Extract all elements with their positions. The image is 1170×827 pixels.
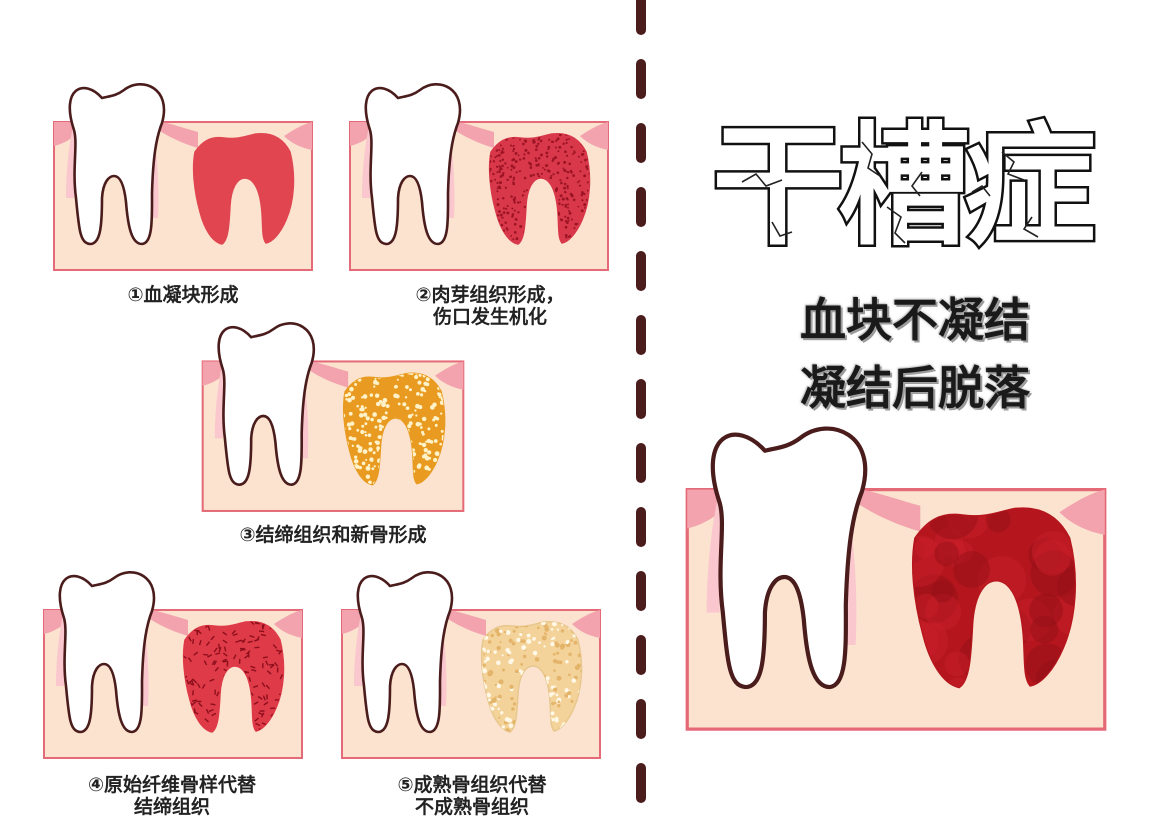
stage-3-svg — [201, 322, 465, 512]
tooth-shape — [356, 571, 454, 734]
tooth — [364, 83, 462, 246]
stage-1-svg — [53, 83, 313, 271]
stage-4-caption: ④原始纤维骨样代替 结缔组织 — [52, 774, 292, 818]
stage-1-caption: ①血凝块形成 — [52, 284, 314, 306]
tooth — [710, 426, 868, 690]
connective-tissue — [343, 372, 446, 486]
tooth — [356, 571, 454, 734]
title-crack-texture — [741, 141, 1039, 244]
dry-socket-diagram — [684, 418, 1108, 736]
stage-2-diagram — [348, 78, 610, 274]
stage-2-label-line1: ②肉芽组织形成， — [415, 284, 565, 306]
tooth — [58, 571, 156, 734]
granulation-tissue — [488, 132, 591, 245]
tooth-shape — [217, 322, 315, 487]
tooth-shape — [710, 426, 868, 690]
stage-5-diagram — [340, 566, 602, 762]
subtitle-line-2: 凝结后脱落 — [800, 361, 1030, 415]
stage-3-caption: ③结缔组织和新骨形成 — [200, 524, 466, 546]
stage-4-label-line1: ④原始纤维骨样代替 — [87, 774, 257, 796]
stage-1-label: ①血凝块形成 — [127, 284, 239, 306]
stage-2-label-line2: 伤口发生机化 — [432, 306, 547, 328]
tooth — [217, 322, 315, 487]
stage-5-label-line1: ⑤成熟骨组织代替 — [397, 774, 547, 796]
dry-socket-svg — [685, 426, 1107, 731]
dashed-divider — [636, 0, 646, 827]
stage-1-diagram — [52, 78, 314, 274]
stage-3-label: ③结缔组织和新骨形成 — [239, 524, 427, 546]
stage-3-diagram — [200, 317, 466, 515]
stage-5-caption: ⑤成熟骨组织代替 不成熟骨组织 — [362, 774, 582, 818]
page-title: 干槽症 — [710, 110, 1099, 265]
tooth — [68, 83, 166, 246]
stage-5-label-line2: 不成熟骨组织 — [414, 796, 529, 818]
stage-4-svg — [43, 571, 303, 759]
subtitle-line-1: 血块不凝结 — [800, 293, 1030, 347]
stage-4-diagram — [42, 566, 304, 762]
blood-clot — [192, 132, 295, 245]
osteoid-tissue — [182, 620, 285, 733]
stage-2-caption: ②肉芽组织形成， 伤口发生机化 — [380, 284, 600, 328]
tooth-shape — [364, 83, 462, 246]
stage-4-label-line2: 结缔组织 — [133, 796, 210, 818]
stage-2-svg — [349, 83, 609, 271]
stage-5-svg — [341, 571, 601, 759]
tooth-shape — [68, 83, 166, 246]
tooth-shape — [58, 571, 156, 734]
